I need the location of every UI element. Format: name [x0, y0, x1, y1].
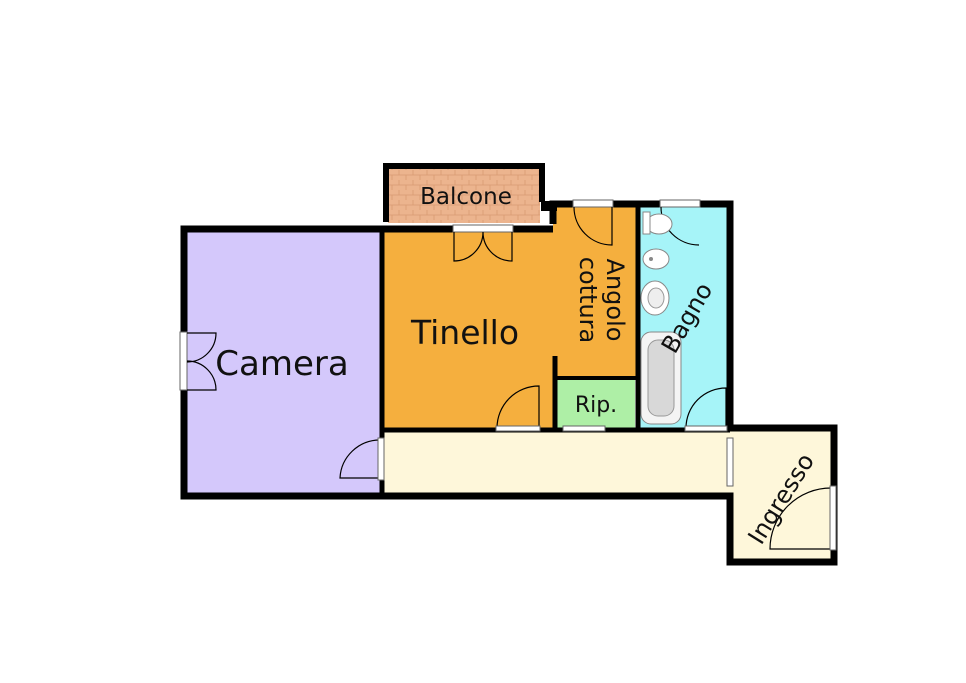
label-angolo-cottura-line2: cottura	[574, 257, 602, 343]
door-camera-icon	[339, 439, 381, 479]
door-tinello-balcone-icon	[453, 231, 513, 262]
door-cucina-icon	[573, 206, 613, 246]
window-cucina	[572, 199, 614, 208]
label-balcone: Balcone	[420, 184, 512, 210]
bidet-icon	[642, 248, 670, 270]
bath-fixtures	[640, 211, 682, 425]
room-tinello-fill	[382, 229, 558, 428]
door-camera-window-icon	[186, 332, 217, 391]
doors	[186, 206, 837, 551]
window-camera	[179, 331, 188, 391]
label-angolo-cottura: Angolo cottura	[574, 257, 629, 343]
room-camera-fill	[184, 229, 382, 493]
door-tinello-icon	[496, 385, 540, 429]
sink-icon	[640, 280, 670, 316]
door-bagno-window-icon	[660, 206, 700, 246]
room-ingresso-fill	[730, 428, 834, 562]
room-balcone-fill	[388, 168, 540, 223]
window-bagno	[659, 199, 701, 208]
room-corridoio-fill	[382, 431, 730, 493]
toilet-icon	[642, 211, 673, 235]
label-ripostiglio: Rip.	[575, 393, 617, 418]
room-ripostiglio-fill	[557, 380, 635, 428]
door-ingresso-icon	[769, 487, 832, 550]
door-ripostiglio-icon	[562, 425, 606, 432]
bathtub-icon	[640, 331, 682, 425]
opening-ingresso-corridoio	[726, 437, 734, 487]
window-tinello	[452, 224, 514, 233]
label-tinello: Tinello	[410, 313, 519, 352]
room-angolo-cottura-fill	[553, 204, 638, 376]
door-bagno-icon	[685, 387, 727, 429]
kitchen-wall-corner	[541, 201, 557, 211]
label-angolo-cottura-line1: Angolo	[601, 259, 629, 342]
label-camera: Camera	[215, 344, 348, 384]
